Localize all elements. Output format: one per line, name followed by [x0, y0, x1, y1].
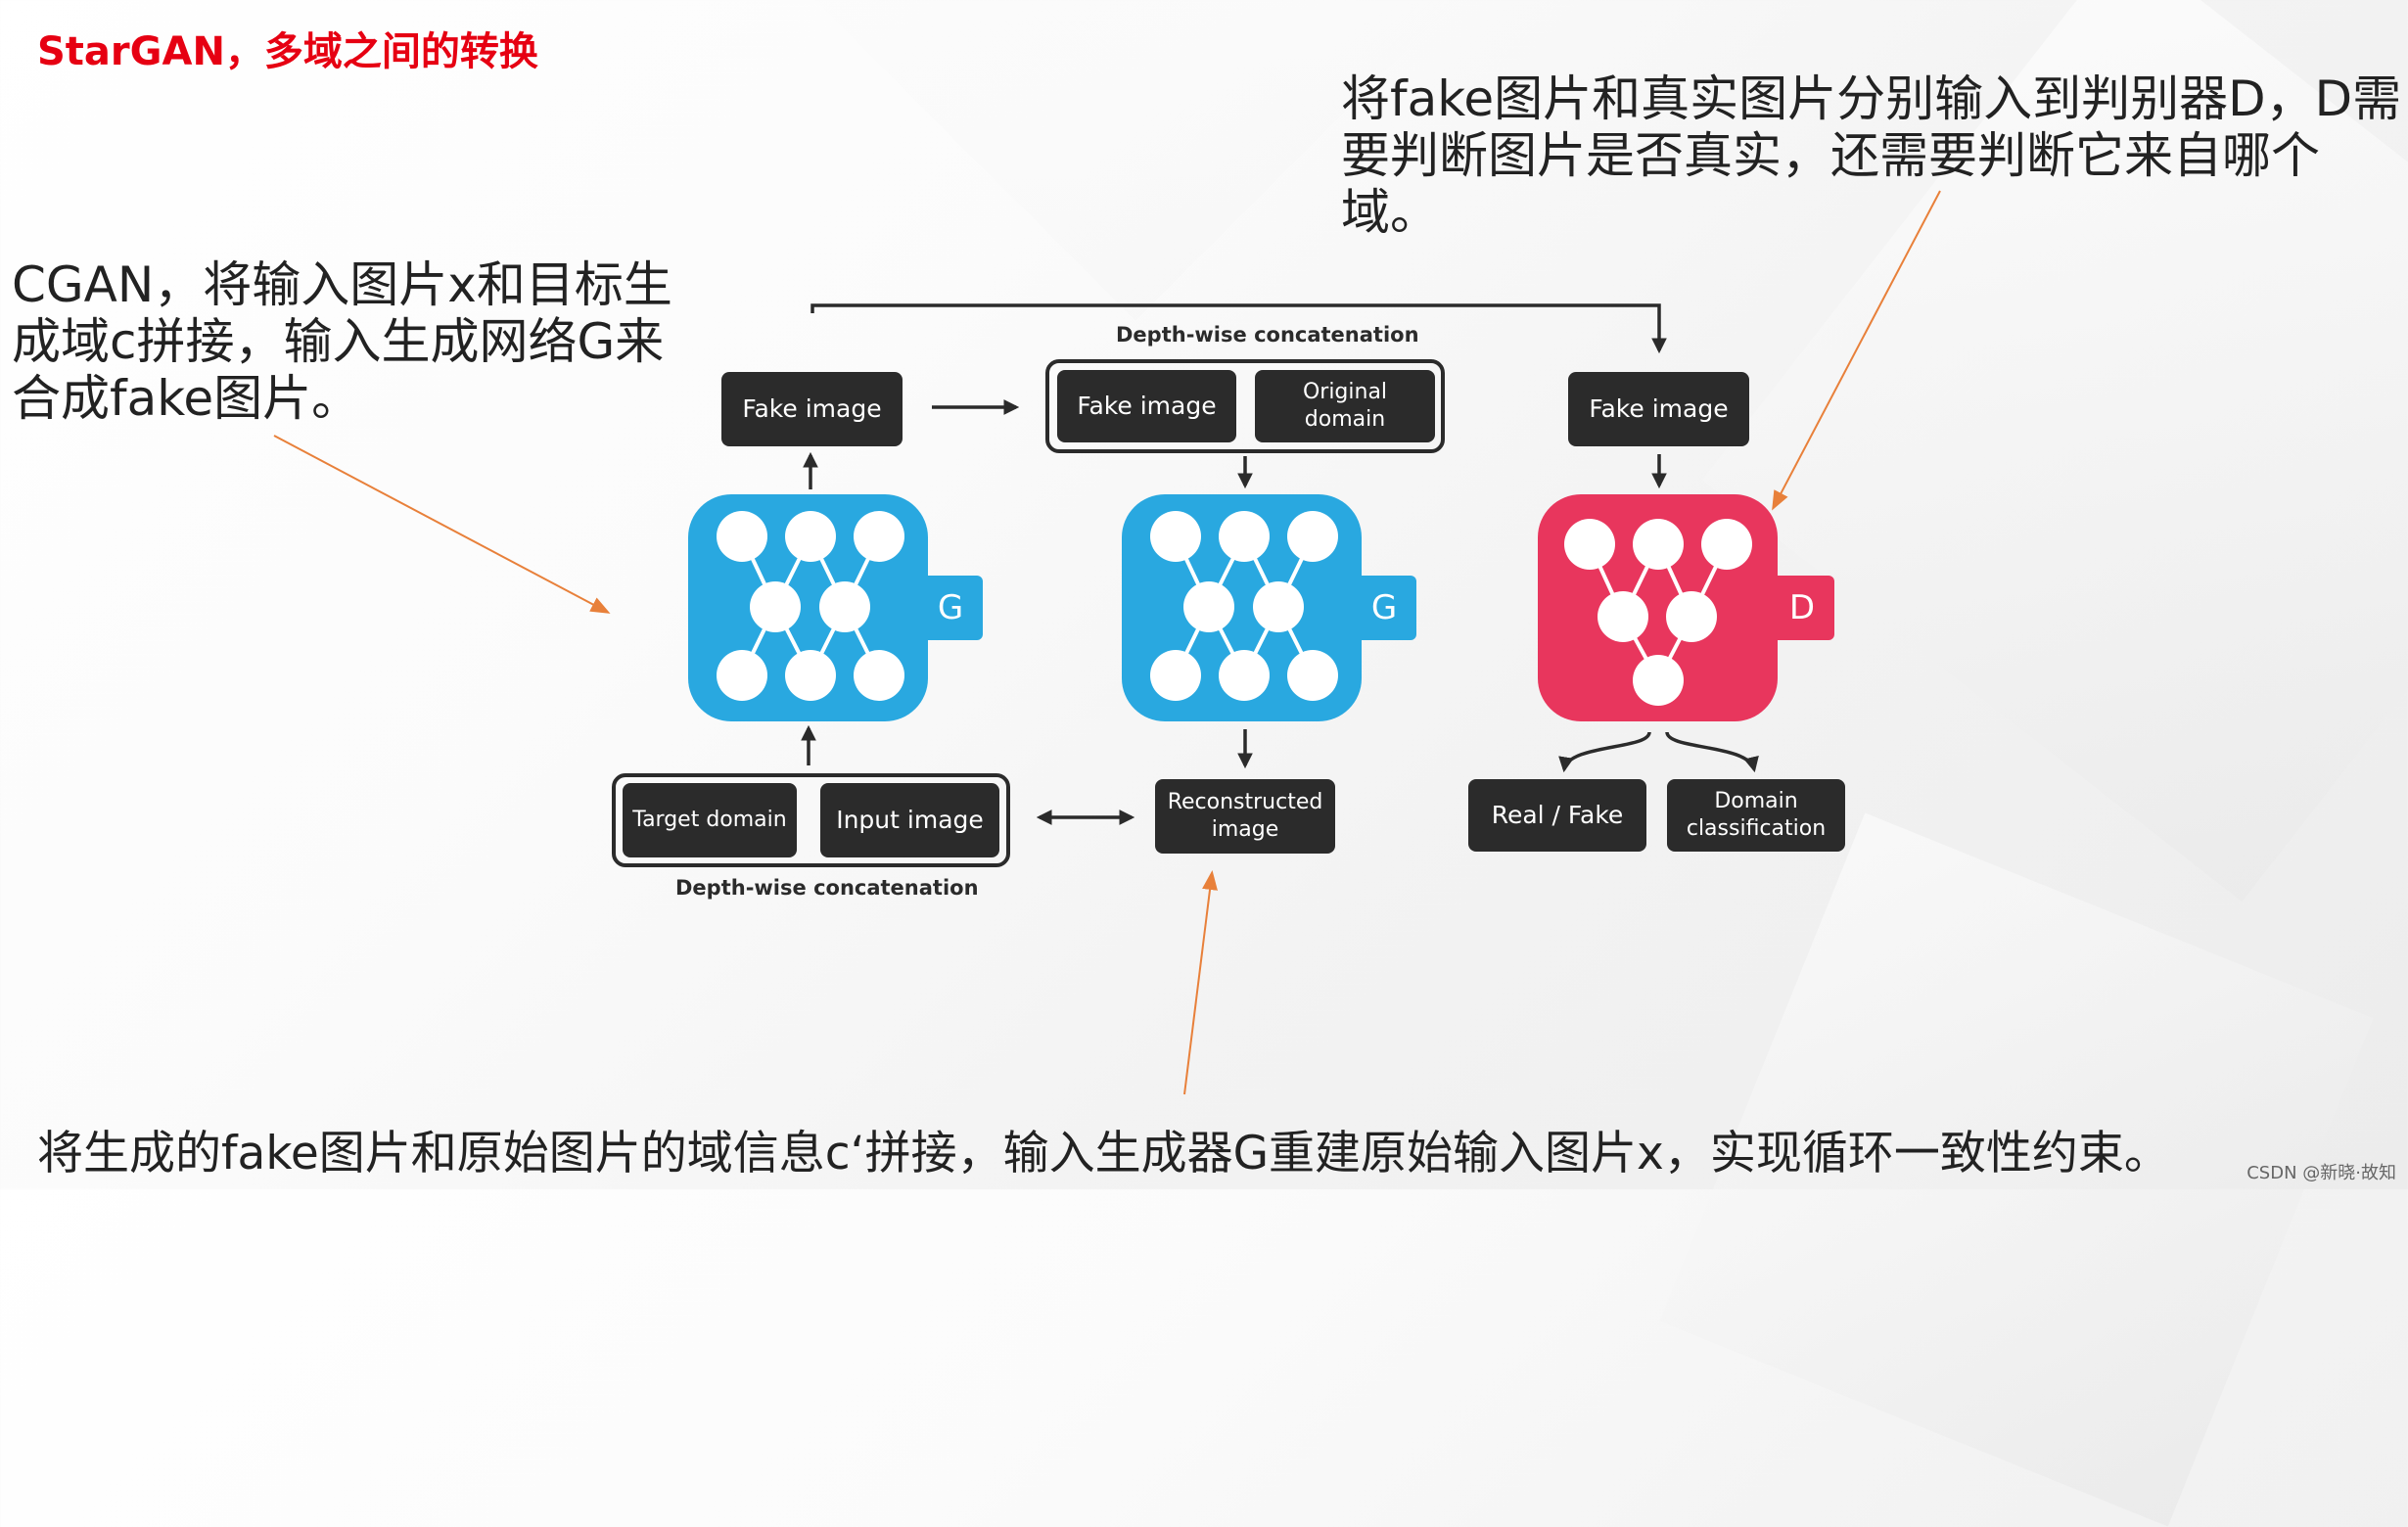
discriminator-network: D: [1538, 494, 1834, 721]
reconstructed-image-box: Reconstructed image: [1155, 779, 1335, 854]
target-domain-box: Target domain: [623, 783, 797, 857]
real-fake-box: Real / Fake: [1468, 779, 1646, 852]
stargan-diagram: G G: [273, 190, 1941, 1095]
page-title: StarGAN，多域之间的转换: [37, 29, 538, 74]
generator-network-1: G: [688, 494, 983, 721]
generator-label-1: G: [938, 588, 963, 627]
concat-group-bottom: [612, 773, 1010, 867]
fake-image-box-1: Fake image: [721, 372, 903, 446]
original-domain-box: Original domain: [1255, 370, 1435, 442]
caption-depth-wise-bottom: Depth-wise concatenation: [675, 876, 979, 900]
fake-image-box-3: Fake image: [1568, 372, 1749, 446]
generator-network-2: G: [1122, 494, 1416, 721]
domain-classification-box: Domain classification: [1667, 779, 1845, 852]
generator-label-2: G: [1371, 588, 1397, 627]
diagram-graphics: G G: [273, 190, 1941, 1095]
caption-depth-wise-top: Depth-wise concatenation: [1116, 323, 1419, 347]
watermark: CSDN @新晓·故知: [2246, 1163, 2396, 1183]
concat-group-top: [1045, 359, 1445, 453]
flow-arrows: [801, 303, 1759, 825]
note-discriminator: 将fake图片和真实图片分别输入到判别器D，D需要判断图片是否真实，还需要判断它…: [1341, 70, 2402, 241]
annotation-arrows: [273, 190, 1941, 1095]
fake-image-box-2: Fake image: [1057, 370, 1236, 442]
note-cycle-consistency: 将生成的fake图片和原始图片的域信息c‘拼接，输入生成器G重建原始输入图片x，…: [37, 1127, 2170, 1180]
input-image-box: Input image: [820, 783, 999, 857]
discriminator-label: D: [1789, 588, 1815, 627]
note-cgan: CGAN，将输入图片x和目标生成域c拼接，输入生成网络G来合成fake图片。: [12, 256, 672, 427]
